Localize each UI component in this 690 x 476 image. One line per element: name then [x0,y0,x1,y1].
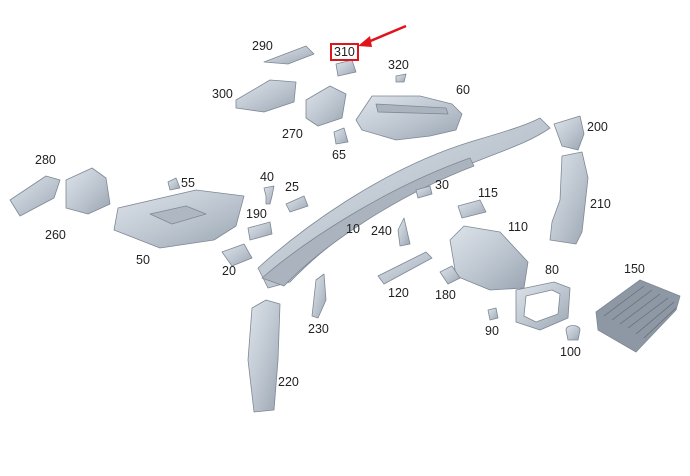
part-label-40: 40 [260,170,274,184]
part-label-220: 220 [278,375,299,389]
part-label-270: 270 [282,127,303,141]
part-190-shape [247,221,273,241]
part-label-320: 320 [388,58,409,72]
part-280-shape [9,175,61,217]
part-label-60: 60 [456,83,470,97]
part-label-310: 310 [330,43,359,61]
part-270-shape [305,85,347,127]
part-60-rib [375,103,449,115]
part-90-shape [487,307,499,321]
highlight-arrow-head [358,36,372,47]
part-50-recess [149,205,207,225]
part-label-20: 20 [222,264,236,278]
part-115-shape [457,199,487,219]
part-label-120: 120 [388,286,409,300]
part-label-200: 200 [587,120,608,134]
part-300-shape [235,79,297,113]
part-30-shape [415,185,433,199]
part-180-shape [439,265,461,285]
part-label-180: 180 [435,288,456,302]
part-40-shape [263,185,275,205]
part-label-50: 50 [136,253,150,267]
part-150-shape [595,279,681,353]
part-label-260: 260 [45,228,66,242]
part-25-shape [285,195,309,213]
part-label-80: 80 [545,263,559,277]
part-150-mesh [603,285,677,339]
part-label-280: 280 [35,153,56,167]
part-100-shape [565,325,581,341]
part-label-230: 230 [308,322,329,336]
part-80-opening [523,289,561,323]
part-label-110: 110 [508,220,528,234]
part-110-shape [449,225,529,291]
part-240-shape [397,217,411,247]
part-10-flange [261,157,475,287]
part-label-90: 90 [485,324,499,338]
part-label-300: 300 [212,87,233,101]
part-label-290: 290 [252,39,273,53]
highlight-arrow-shaft [367,24,407,44]
part-210-shape [549,151,589,245]
part-label-210: 210 [590,197,611,211]
part-260-shape [65,167,111,215]
part-label-150: 150 [624,262,645,276]
part-label-10: 10 [346,222,360,236]
part-120-shape [377,251,433,285]
part-200-shape [553,115,585,151]
part-220-shape [247,299,281,413]
part-label-55: 55 [181,176,195,190]
part-290-shape [263,45,315,65]
part-65-shape [333,127,349,145]
part-label-65: 65 [332,148,346,162]
part-320-shape [395,73,407,83]
part-label-25: 25 [285,180,299,194]
part-60-shape [355,95,463,141]
part-55-shape [167,177,181,191]
part-230-shape [311,273,327,319]
part-20-shape [221,243,253,267]
part-label-115: 115 [478,186,498,200]
part-310-shape [335,59,357,77]
part-label-190: 190 [246,207,267,221]
part-label-30: 30 [435,178,449,192]
part-label-240: 240 [371,224,392,238]
part-label-100: 100 [560,345,581,359]
